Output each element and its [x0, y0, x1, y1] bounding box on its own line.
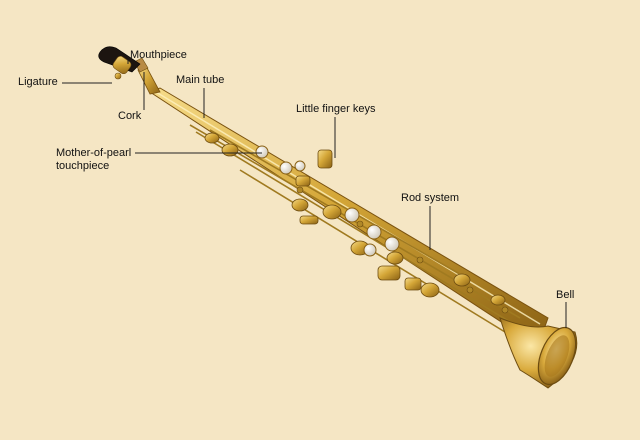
- label-mouthpiece: Mouthpiece: [130, 49, 187, 61]
- label-little-finger-keys: Little finger keys: [296, 103, 376, 115]
- cork: [133, 57, 149, 73]
- leader-lines: [62, 60, 567, 328]
- ligature: [112, 55, 132, 80]
- label-mother-of-pearl-line1: Mother-of-pearl: [56, 147, 132, 159]
- label-cork: Cork: [118, 110, 142, 122]
- tube-highlight: [155, 91, 541, 325]
- little-finger-keys: [295, 149, 422, 291]
- label-bell: Bell: [556, 289, 575, 301]
- bell: [499, 317, 578, 389]
- label-rod-system: Rod system: [401, 192, 460, 204]
- rod-posts: [296, 186, 509, 314]
- label-main-tube: Main tube: [176, 74, 225, 86]
- pearl-touchpieces: [255, 145, 400, 257]
- key-cups: [204, 132, 506, 306]
- label-ligature: Ligature: [18, 76, 58, 88]
- label-mother-of-pearl-line2: touchpiece: [56, 160, 110, 172]
